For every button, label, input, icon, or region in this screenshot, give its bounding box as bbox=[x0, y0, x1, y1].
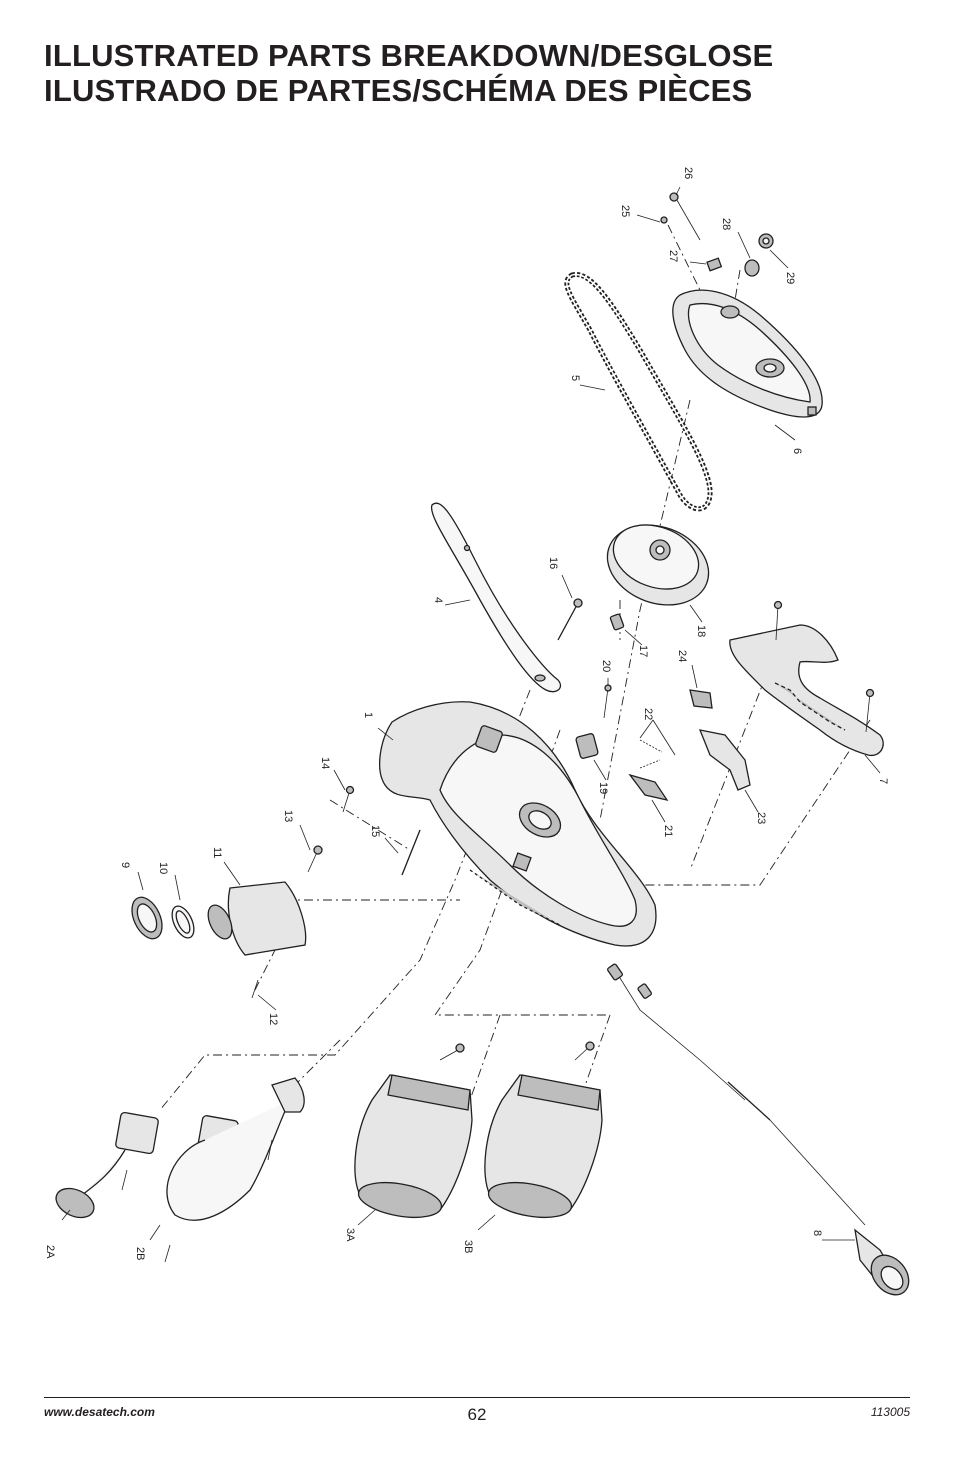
callout-leaders bbox=[61, 186, 881, 1241]
sprocket-cover bbox=[672, 289, 823, 418]
callout-19: 19 bbox=[597, 782, 609, 794]
sprocket-spacer bbox=[609, 613, 625, 631]
callout-13: 13 bbox=[282, 810, 294, 822]
callout-8: 8 bbox=[811, 1230, 823, 1236]
footer-website: www.desatech.com bbox=[44, 1405, 155, 1419]
callout-10: 10 bbox=[157, 862, 169, 874]
adjuster-hardware bbox=[660, 192, 774, 277]
callout-16: 16 bbox=[547, 557, 559, 569]
switch-components bbox=[575, 684, 751, 801]
motor-3b bbox=[484, 1041, 603, 1219]
saw-chain bbox=[564, 272, 713, 512]
guide-bar bbox=[430, 502, 562, 693]
callout-4: 4 bbox=[432, 597, 444, 603]
callout-18: 18 bbox=[695, 625, 707, 637]
callout-2a: 2A bbox=[44, 1245, 56, 1259]
callout-24: 24 bbox=[676, 650, 688, 662]
callout-labels: 1 2A 2B 3A 3B 4 5 6 7 8 9 10 11 12 13 14… bbox=[44, 167, 889, 1260]
page-title-line-2: ILUSTRADO DE PARTES/SCHÉMA DES PIÈCES bbox=[44, 73, 753, 108]
callout-3a: 3A bbox=[344, 1228, 356, 1242]
callout-6: 6 bbox=[791, 448, 803, 454]
callout-17: 17 bbox=[637, 645, 649, 657]
callout-9: 9 bbox=[119, 862, 131, 868]
callout-26: 26 bbox=[682, 167, 694, 179]
footer-divider bbox=[44, 1397, 910, 1398]
callout-7: 7 bbox=[877, 778, 889, 784]
callout-5: 5 bbox=[569, 375, 581, 381]
callout-20: 20 bbox=[600, 660, 612, 672]
callout-29: 29 bbox=[784, 272, 796, 284]
callout-22: 22 bbox=[642, 708, 654, 720]
power-cord bbox=[607, 963, 910, 1296]
callout-27: 27 bbox=[667, 250, 679, 262]
page-number: 62 bbox=[467, 1405, 487, 1424]
callout-3b: 3B bbox=[462, 1240, 474, 1253]
page-title: ILLUSTRATED PARTS BREAKDOWN/DESGLOSE ILU… bbox=[44, 38, 924, 108]
page-title-line-1: ILLUSTRATED PARTS BREAKDOWN/DESGLOSE bbox=[44, 38, 774, 73]
motor-housing bbox=[379, 701, 657, 947]
motor-3a bbox=[354, 1043, 473, 1219]
callout-2b: 2B bbox=[134, 1247, 146, 1260]
callout-11: 11 bbox=[211, 847, 223, 858]
bar-stud bbox=[557, 598, 583, 641]
callout-1: 1 bbox=[362, 712, 374, 718]
cord-retainer-assembly bbox=[131, 881, 307, 999]
housing-fasteners bbox=[307, 785, 421, 876]
document-code: 113005 bbox=[870, 1405, 910, 1419]
callout-28: 28 bbox=[720, 218, 732, 230]
drive-sprocket bbox=[606, 524, 710, 606]
callout-23: 23 bbox=[755, 812, 767, 824]
handle-grip bbox=[729, 600, 884, 757]
callout-25: 25 bbox=[619, 205, 631, 217]
callout-12: 12 bbox=[267, 1013, 279, 1025]
callout-14: 14 bbox=[319, 757, 331, 769]
callout-21: 21 bbox=[662, 825, 674, 837]
brush-assemblies bbox=[55, 1077, 305, 1263]
callout-15: 15 bbox=[369, 825, 381, 837]
